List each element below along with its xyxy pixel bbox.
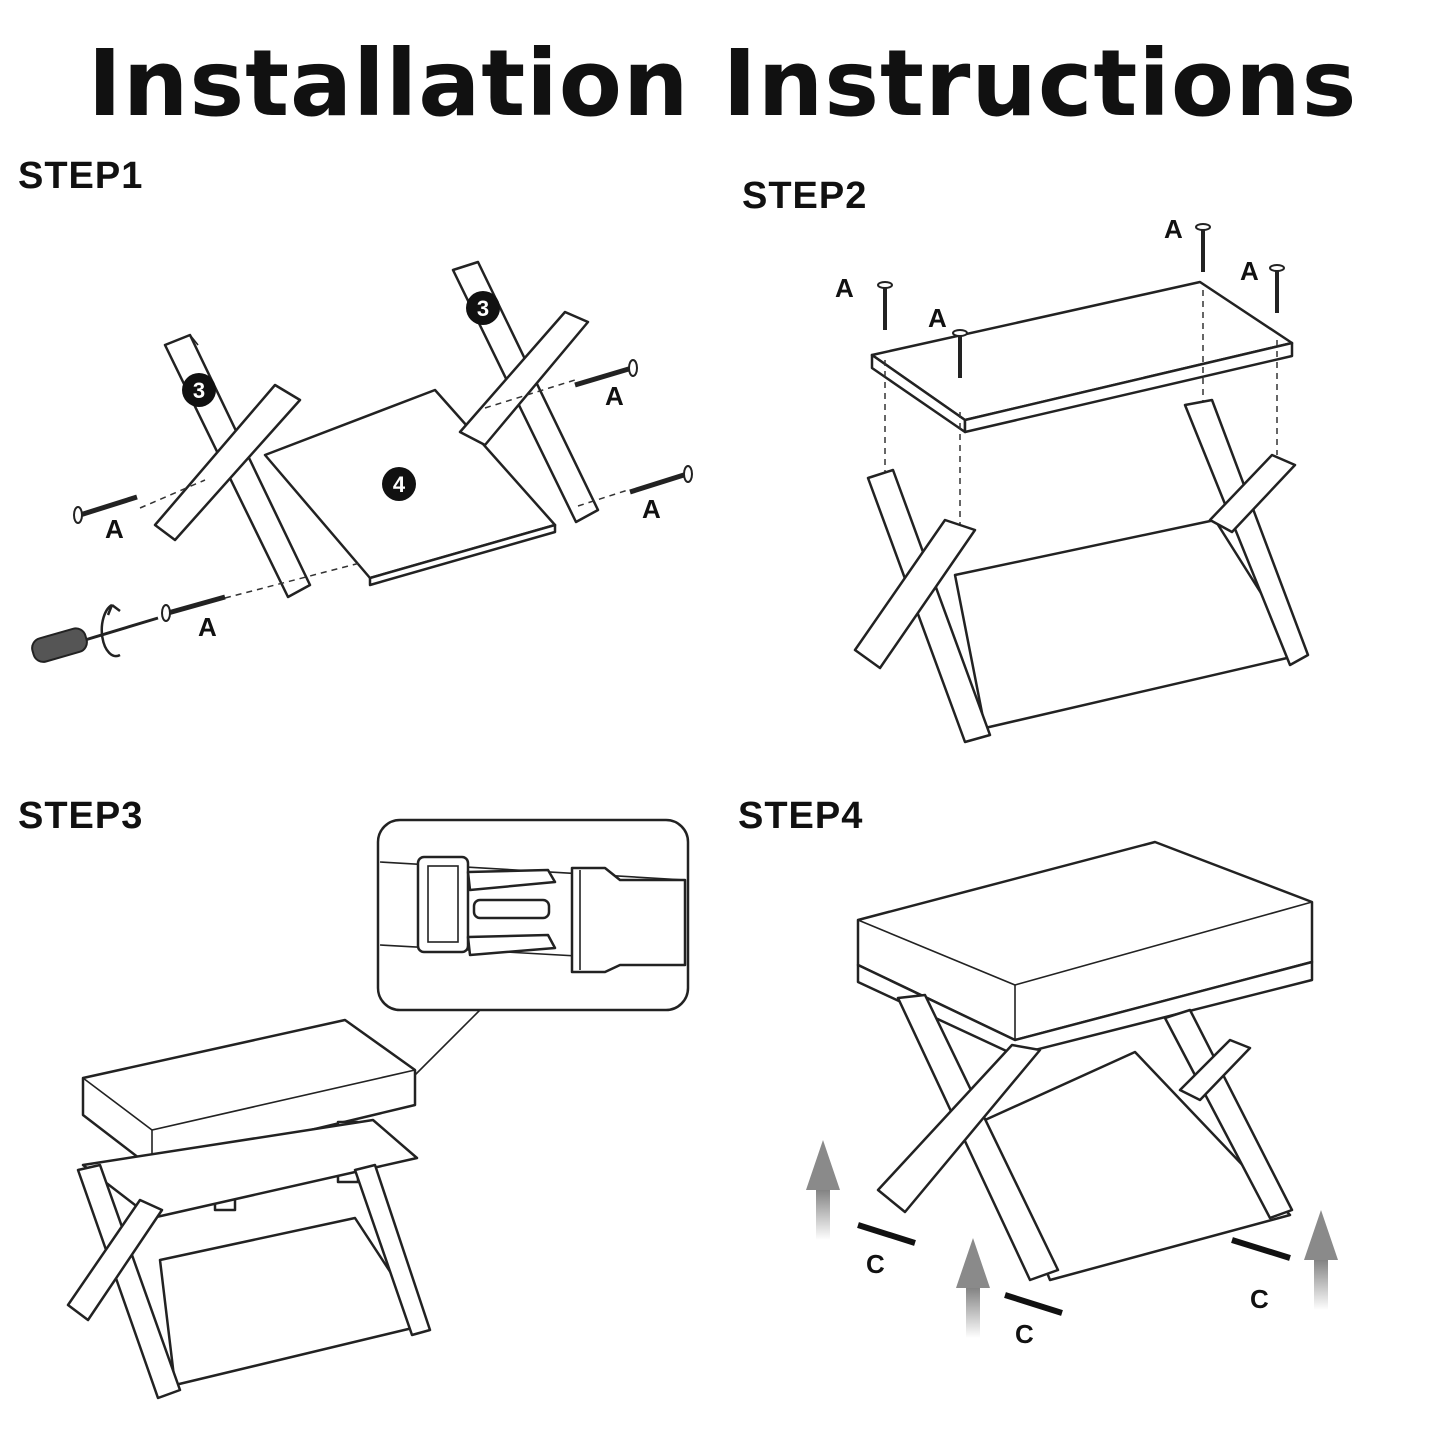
screw-label: A: [642, 494, 661, 524]
part-number: 4: [393, 472, 406, 497]
screw-label: A: [1240, 256, 1259, 286]
screw-label: A: [105, 514, 124, 544]
x-leg-right: [451, 260, 600, 524]
up-arrow-icon: [956, 1238, 990, 1338]
step2-heading: STEP2: [742, 175, 868, 217]
screw-icon: [877, 281, 893, 330]
top-board: [81, 1118, 419, 1220]
floor-mark: [1004, 1292, 1063, 1316]
screwdriver-icon: [31, 603, 159, 663]
part-badge: [182, 373, 216, 407]
part-badge: [466, 291, 500, 325]
screw-label: A: [198, 612, 217, 642]
step3-heading: STEP3: [18, 795, 144, 837]
screw-label: A: [835, 273, 854, 303]
step4-heading: STEP4: [738, 795, 864, 837]
screw-icon: [161, 594, 226, 622]
marker-label: C: [1015, 1319, 1034, 1349]
marker-label: C: [1250, 1284, 1269, 1314]
part-badge: [382, 467, 416, 501]
floor-mark: [1231, 1237, 1291, 1261]
screw-icon: [574, 359, 638, 388]
step4-illustration: C C C: [806, 840, 1338, 1349]
page-title: Installation Instructions: [87, 30, 1358, 137]
up-arrow-icon: [1304, 1210, 1338, 1310]
screw-icon: [1269, 264, 1285, 313]
step3-illustration: [66, 818, 690, 1400]
x-leg-right: [1163, 1008, 1294, 1220]
buckle-icon: [379, 855, 687, 974]
screw-icon: [73, 494, 138, 524]
screw-label: A: [928, 303, 947, 333]
part-number: 3: [477, 296, 489, 321]
up-arrow-icon: [806, 1140, 840, 1240]
cushion: [81, 1018, 417, 1170]
screw-icon: [952, 329, 968, 378]
step1-heading: STEP1: [18, 155, 144, 197]
step1-illustration: 3 3 4 A A A A: [31, 260, 693, 663]
x-leg-left: [896, 993, 1060, 1282]
screw-icon: [1195, 223, 1211, 272]
part-number: 3: [193, 378, 205, 403]
floor-mark: [857, 1222, 916, 1246]
screw-icon: [629, 465, 693, 495]
marker-label: C: [866, 1249, 885, 1279]
screw-label: A: [1164, 214, 1183, 244]
step2-illustration: A A A A: [835, 214, 1310, 744]
callout-leader: [404, 1009, 481, 1086]
screw-label: A: [605, 381, 624, 411]
